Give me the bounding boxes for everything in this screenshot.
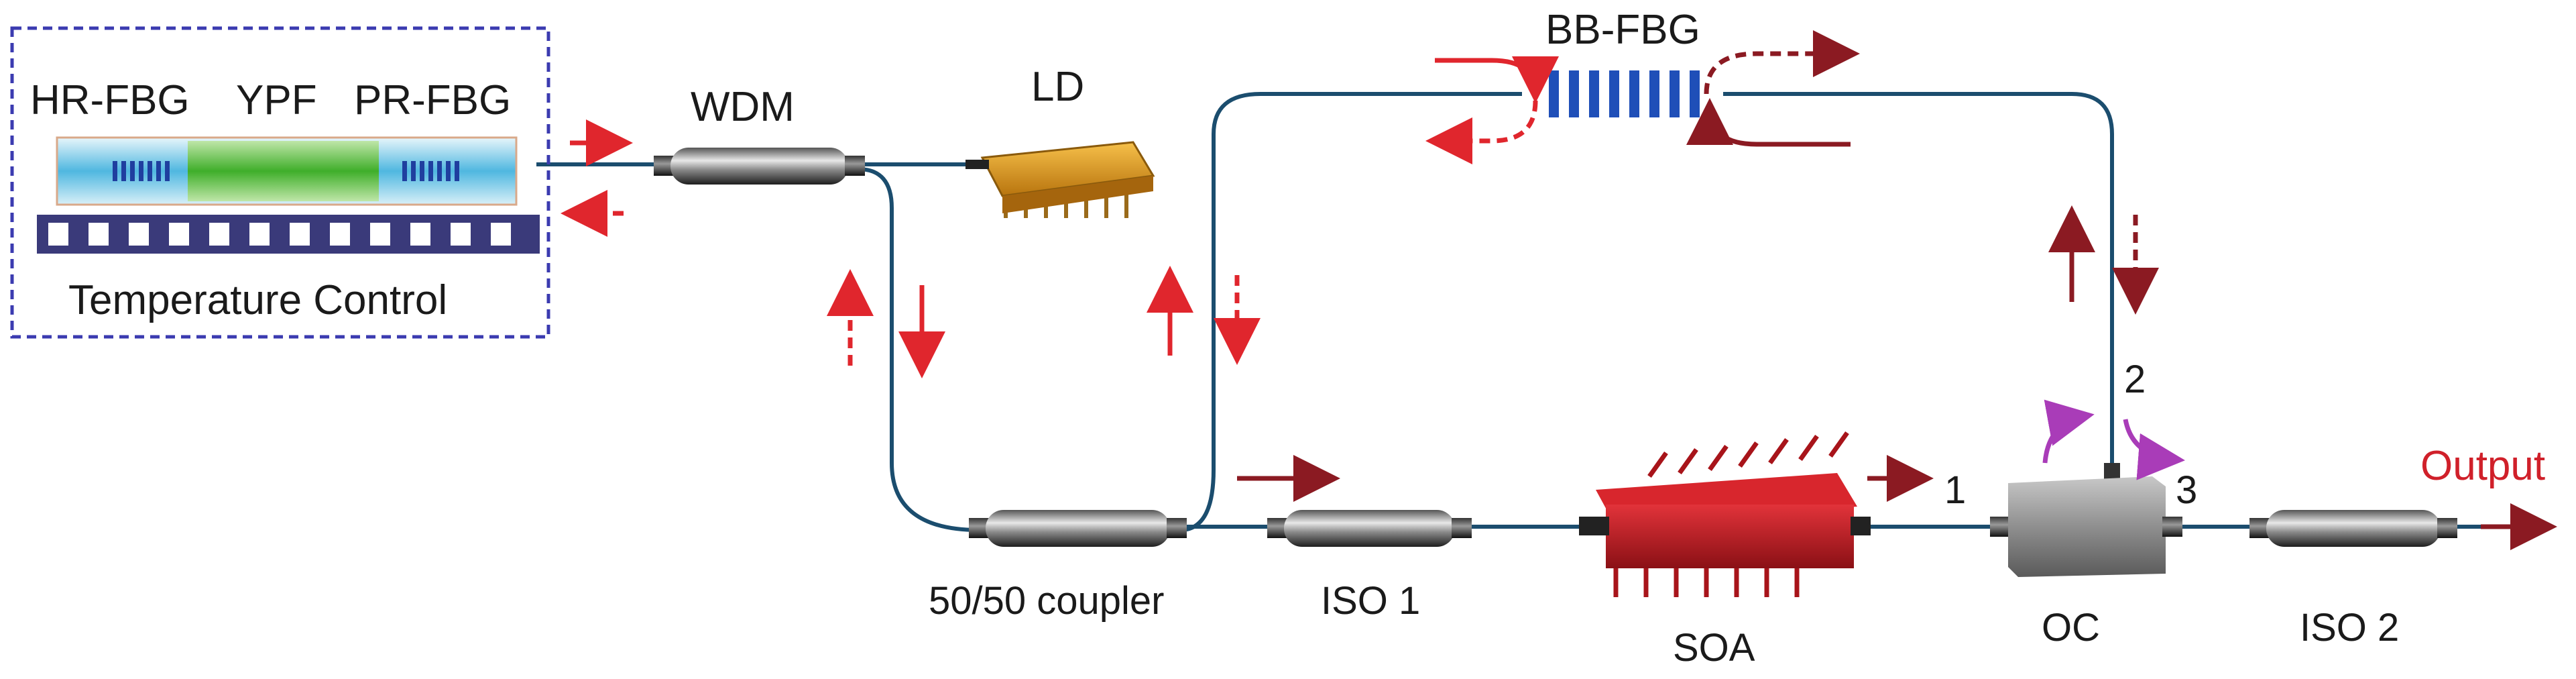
wdm-label: WDM xyxy=(691,84,795,130)
bb-fbg-label: BB-FBG xyxy=(1545,7,1700,53)
iso2-component: ISO 2 xyxy=(2249,510,2457,649)
temperature-stage-pattern xyxy=(48,223,511,246)
pr-fbg-label: PR-FBG xyxy=(354,77,511,123)
temperature-control-label: Temperature Control xyxy=(68,277,447,323)
port-2-label: 2 xyxy=(2124,358,2146,401)
arrow-bbfbg-out-right xyxy=(1704,30,1860,95)
fiber-bbfbg-to-oc xyxy=(1723,92,2114,466)
arrow-oc-port2-to-3 xyxy=(2123,419,2185,480)
ypf-segment xyxy=(188,141,379,201)
arrow-bbfbg-in-left xyxy=(1435,56,1559,103)
arrow-oc-port1-to-2 xyxy=(2042,399,2095,464)
pr-fbg-grating xyxy=(402,161,459,181)
iso2-label: ISO 2 xyxy=(2300,606,2399,649)
iso1-label: ISO 1 xyxy=(1321,579,1420,623)
fiber-paths xyxy=(536,92,2494,532)
fiber-coupler-to-bbfbg-loop xyxy=(1179,92,1522,532)
coupler-label: 50/50 coupler xyxy=(929,579,1164,623)
bb-fbg-grating xyxy=(1549,70,1700,117)
port-3-label: 3 xyxy=(2176,468,2197,512)
iso1-component: ISO 1 xyxy=(1267,510,1472,623)
wdm-component: WDM xyxy=(654,84,865,185)
soa-component: SOA xyxy=(1579,431,1871,670)
arrow-bbfbg-in-right xyxy=(1686,98,1851,147)
dashed-enclosure xyxy=(10,26,550,339)
ld-component: LD xyxy=(965,64,1155,218)
temperature-control-module: HR-FBG YPF PR-FBG Temperature Control xyxy=(10,26,550,339)
ld-label: LD xyxy=(1031,64,1084,110)
port-1-label: 1 xyxy=(1944,468,1966,512)
oc-label: OC xyxy=(2042,606,2100,649)
soa-bottom-pins xyxy=(1613,567,1800,597)
oc-component: OC 1 2 3 xyxy=(1944,358,2197,649)
bb-fbg-component: BB-FBG xyxy=(1545,7,1700,117)
ypf-label: YPF xyxy=(236,77,317,123)
fiber-wdm-to-coupler xyxy=(858,167,980,532)
hr-fbg-label: HR-FBG xyxy=(30,77,190,123)
arrows xyxy=(561,30,2557,550)
soa-top-pins xyxy=(1647,431,1849,478)
soa-label: SOA xyxy=(1673,626,1755,670)
hr-fbg-grating xyxy=(113,161,170,181)
arrow-bbfbg-reflect-left xyxy=(1425,100,1538,164)
output-label: Output xyxy=(2420,443,2545,489)
coupler-component: 50/50 coupler xyxy=(929,510,1187,623)
